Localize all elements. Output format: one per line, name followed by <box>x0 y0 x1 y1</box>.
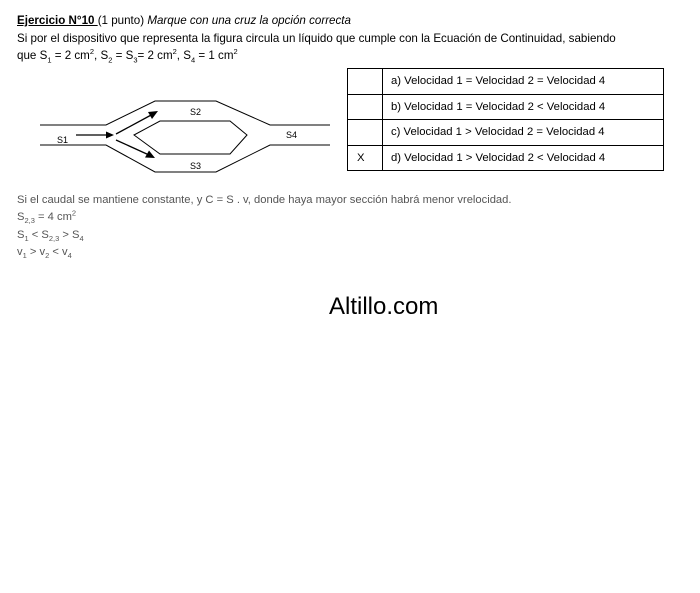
flow-arrows <box>76 111 158 158</box>
watermark-text: Altillo.com <box>329 293 439 320</box>
label-s2: S2 <box>190 107 201 117</box>
options-table: a) Velocidad 1 = Velocidad 2 = Velocidad… <box>347 68 664 172</box>
option-text-c: c) Velocidad 1 > Velocidad 2 = Velocidad… <box>382 119 664 146</box>
answer-section-comparison: S1 < S2,3 > S4 <box>17 229 84 244</box>
exercise-instruction: Marque con una cruz la opción correcta <box>147 14 351 27</box>
option-text-a: a) Velocidad 1 = Velocidad 2 = Velocidad… <box>382 68 664 95</box>
option-row-b: b) Velocidad 1 = Velocidad 2 < Velocidad… <box>347 93 664 121</box>
exercise-points: (1 punto) <box>97 14 145 27</box>
question-line-1: Si por el dispositivo que representa la … <box>17 32 616 45</box>
pipe-diagram: S1 S2 S3 S4 <box>40 100 330 173</box>
option-row-c: c) Velocidad 1 > Velocidad 2 = Velocidad… <box>347 119 664 146</box>
label-s3: S3 <box>190 161 201 171</box>
answer-section-value: S2,3 = 4 cm2 <box>17 208 77 226</box>
option-row-d: X d) Velocidad 1 > Velocidad 2 < Velocid… <box>347 144 664 172</box>
label-s1: S1 <box>57 135 68 145</box>
option-mark-a[interactable] <box>347 68 383 95</box>
label-s4: S4 <box>286 130 297 140</box>
option-mark-c[interactable] <box>347 119 383 146</box>
option-mark-b[interactable] <box>347 93 383 121</box>
option-row-a: a) Velocidad 1 = Velocidad 2 = Velocidad… <box>347 68 664 95</box>
pipe-outline <box>40 100 330 173</box>
option-text-b: b) Velocidad 1 = Velocidad 2 < Velocidad… <box>382 93 664 121</box>
exercise-title: Ejercicio N°10 <box>17 14 98 27</box>
answer-explanation: Si el caudal se mantiene constante, y C … <box>17 194 512 206</box>
exercise-header: Ejercicio N°10 (1 punto) Marque con una … <box>17 14 351 27</box>
option-text-d: d) Velocidad 1 > Velocidad 2 < Velocidad… <box>382 144 664 172</box>
question-line-2: que S1 = 2 cm2, S2 = S3= 2 cm2, S4 = 1 c… <box>17 47 238 65</box>
option-mark-d[interactable]: X <box>347 144 383 172</box>
answer-velocity-comparison: v1 > v2 < v4 <box>17 246 72 261</box>
